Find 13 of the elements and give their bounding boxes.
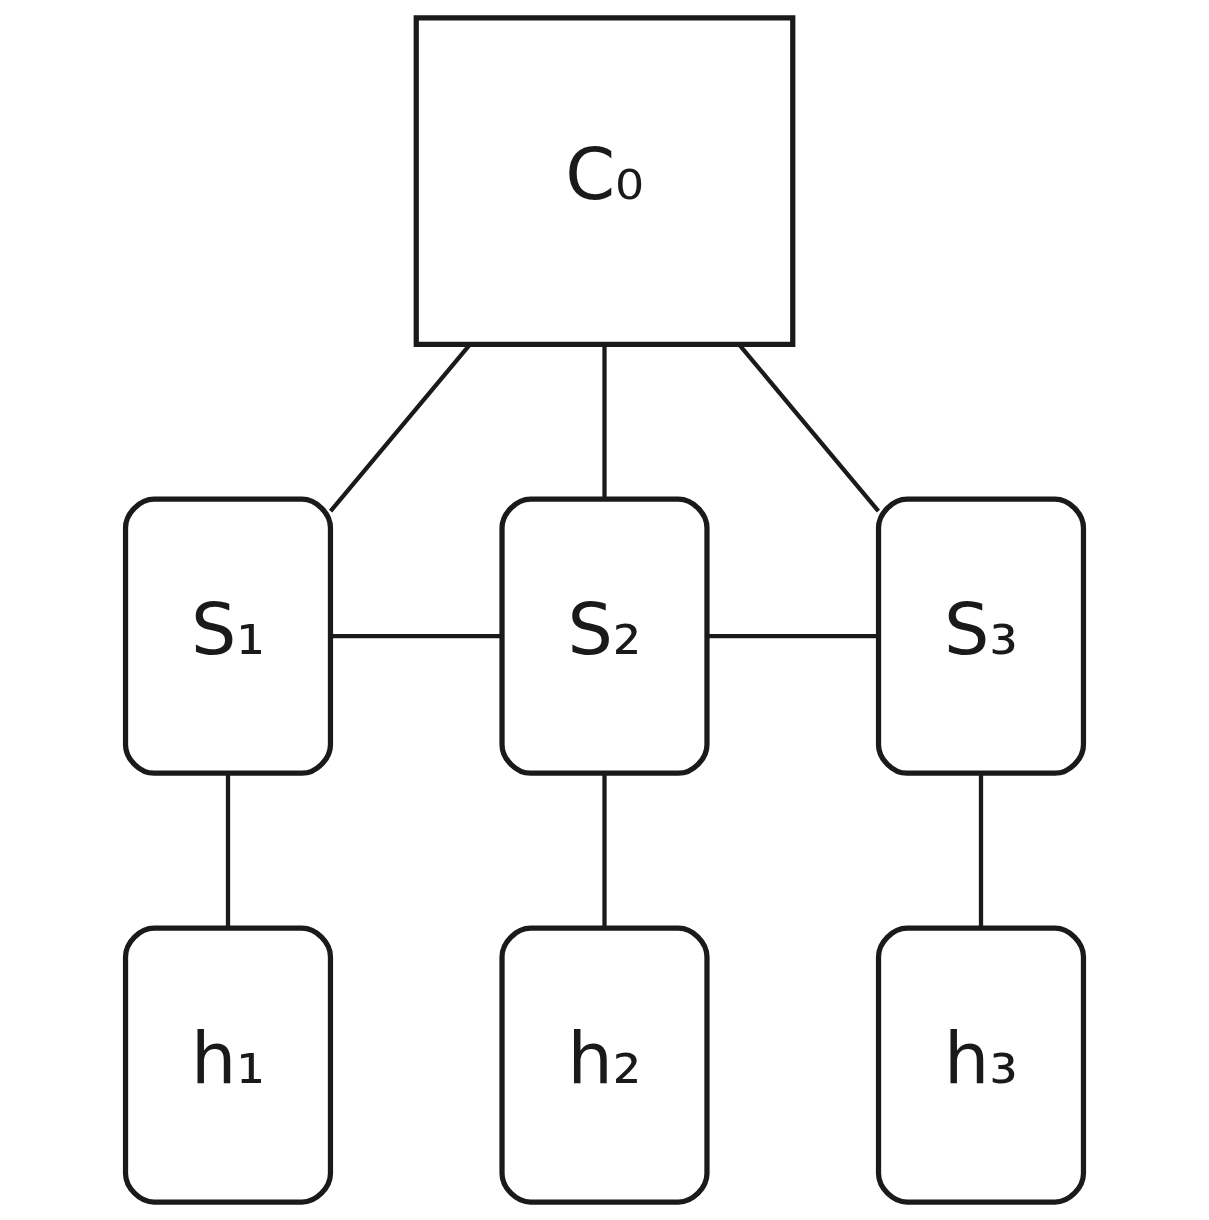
connector xyxy=(225,773,231,928)
node-box: h₂ xyxy=(499,925,710,1205)
connector xyxy=(602,773,607,928)
connector xyxy=(978,773,984,928)
node-box: h₁ xyxy=(122,925,334,1205)
node-box: C₀ xyxy=(413,15,796,347)
node-box: S₁ xyxy=(122,496,334,776)
connector xyxy=(602,344,607,499)
node-box: h₃ xyxy=(875,925,1087,1205)
connector xyxy=(330,634,502,639)
node-box: S₃ xyxy=(875,496,1087,776)
connector xyxy=(707,634,879,639)
node-box: S₂ xyxy=(499,496,710,776)
